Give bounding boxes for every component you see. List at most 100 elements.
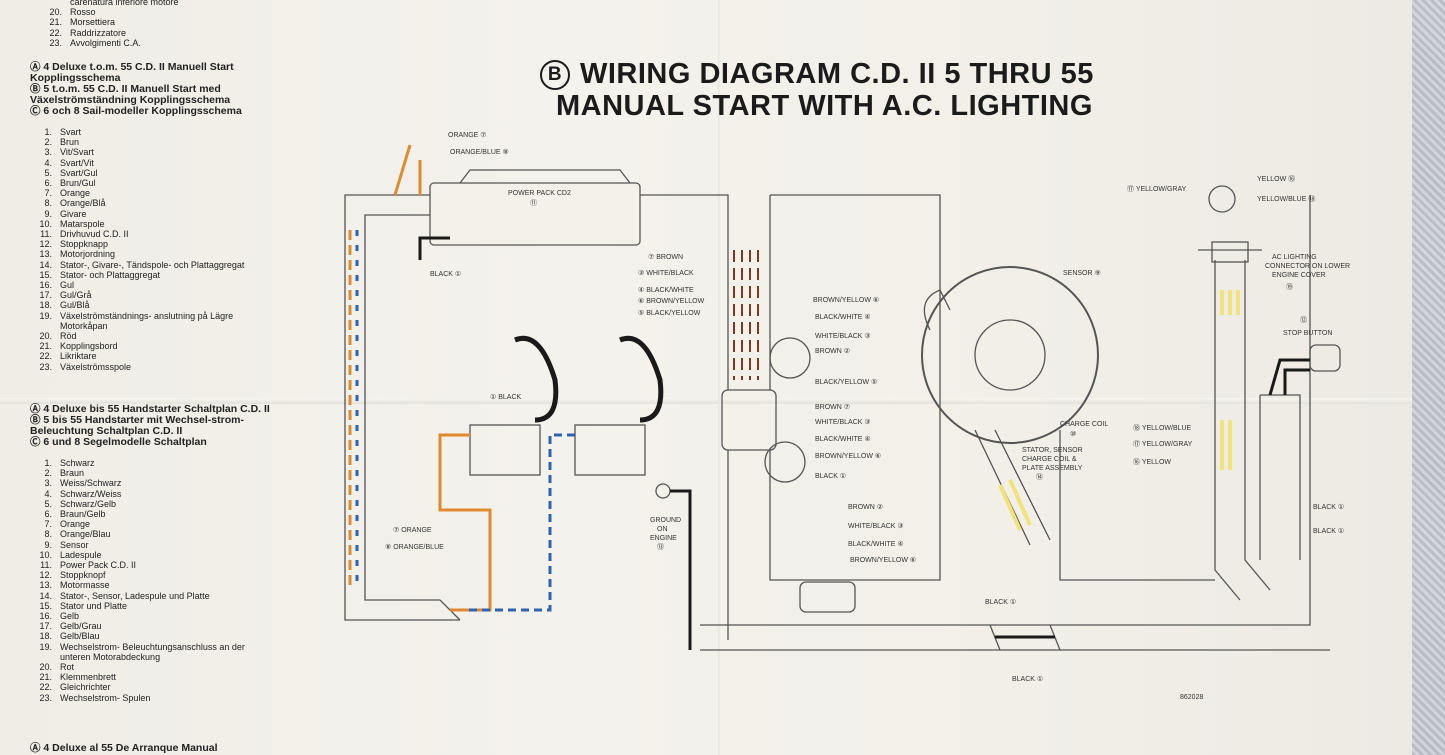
stator-lead	[1059, 430, 1215, 581]
legend-number: 8.	[44, 529, 52, 540]
legend-number: 21.	[49, 17, 62, 28]
legend-number: 16.	[39, 280, 52, 291]
legend-text: Stoppknopf	[60, 570, 106, 581]
wire-label: ⑰ YELLOW/GRAY	[1127, 185, 1187, 193]
left-harness-outer	[344, 194, 460, 621]
legend-text: Orange/Blå	[60, 198, 106, 209]
stator-plate	[921, 266, 1099, 444]
legend-text: Brun	[60, 137, 80, 148]
legend-number: 20.	[39, 662, 52, 673]
legend-text: Matarspole	[60, 218, 105, 229]
harness-outlines	[344, 169, 1341, 651]
legend-item: 13.Motorjordning	[30, 249, 270, 259]
legend-item: 3.Weiss/Schwarz	[30, 478, 270, 488]
stator-tab	[923, 289, 951, 331]
legend-number: 2.	[44, 468, 52, 479]
stop-harness	[1259, 394, 1301, 560]
legend-number: 16.	[39, 611, 52, 622]
legend-item: 13.Motormasse	[30, 580, 270, 590]
wire-label: SENSOR ⑨	[1063, 269, 1101, 277]
wire-label: BLACK/WHITE ④	[848, 540, 904, 548]
legend-text: Svart/Vit	[60, 157, 94, 168]
legend-number: 18.	[39, 300, 52, 311]
legend-item: 10.Ladespule	[30, 550, 270, 560]
wire-label: BLACK ①	[1313, 503, 1344, 511]
legend-item: 18.Gelb/Blau	[30, 631, 270, 641]
connector-5pin-b	[764, 441, 806, 483]
wire-label: ENGINE COVER	[1272, 272, 1326, 279]
spanish-legend: Ⓐ 4 Deluxe al 55 De Arranque Manual	[30, 743, 218, 754]
wire-label: ENGINE	[650, 535, 677, 542]
legend-number: 22.	[39, 682, 52, 693]
ignition-coil-1	[514, 336, 559, 423]
legend-item: 15.Stator und Platte	[30, 601, 270, 611]
legend-item: 4.Svart/Vit	[30, 158, 270, 168]
legend-item: 16.Gelb	[30, 611, 270, 621]
legend-text: Orange/Blau	[60, 529, 111, 540]
wire-label: BLACK/WHITE ④	[815, 313, 871, 321]
legend-text: Kopplingsbord	[60, 341, 118, 352]
legend-text: Drivhuvud C.D. II	[60, 229, 129, 240]
wire-label: ⑧ ORANGE/BLUE	[385, 543, 444, 551]
variant-badge: B	[540, 60, 570, 90]
legend-item: 22.Gleichrichter	[30, 682, 270, 692]
legend-item: 22.Raddrizzatore	[40, 28, 179, 38]
german-legend: Ⓐ 4 Deluxe bis 55 Handstarter Schaltplan…	[30, 404, 270, 703]
legend-number: 12.	[39, 239, 52, 250]
legend-item: 9.Sensor	[30, 540, 270, 550]
legend-number: 10.	[39, 218, 52, 229]
wire-label: BLACK/WHITE ④	[815, 435, 871, 443]
legend-text: Likriktare	[60, 351, 97, 362]
legend-text: Växelströmsspole	[60, 361, 132, 372]
legend-number: 14.	[39, 259, 52, 270]
legend-item: 14.Stator-, Sensor, Ladespule und Platte	[30, 591, 270, 601]
legend-item: 12.Stoppknopf	[30, 570, 270, 580]
legend-number: 5.	[44, 498, 52, 509]
legend-number: 6.	[44, 509, 52, 520]
wire-label: BLACK/YELLOW ⑤	[815, 378, 877, 386]
legend-header: Ⓐ 4 Deluxe bis 55 Handstarter Schaltplan…	[30, 403, 270, 415]
wire-label: ON	[657, 526, 668, 533]
wire-label: ⑦ BROWN	[648, 253, 683, 261]
main-harness-wires	[733, 250, 759, 380]
legend-item: 6.Braun/Gelb	[30, 509, 270, 519]
legend-item: 11.Drivhuvud C.D. II	[30, 229, 270, 239]
wire-label: ⑦ ORANGE	[393, 526, 432, 534]
legend-item: 14.Stator-, Givare-, Tändspole- och Plat…	[30, 260, 270, 270]
wire-label: PLATE ASSEMBLY	[1022, 465, 1083, 472]
legend-number: 21.	[39, 341, 52, 352]
legend-item: 16.Gul	[30, 280, 270, 290]
wire-label: ⑤ BLACK/YELLOW	[638, 309, 701, 317]
legend-text: Motorjordning	[60, 249, 116, 260]
orange-blue-coil-wire	[465, 433, 575, 612]
legend-item: 8. Orange/Blau	[30, 529, 270, 539]
legend-item: 1.Schwarz	[30, 458, 270, 468]
terminal-block	[799, 581, 856, 613]
coil-bracket-2	[574, 424, 646, 476]
ac-connector-face	[1208, 185, 1236, 213]
legend-header: Ⓑ 5 t.o.m. 55 C.D. II Manuell Start med …	[30, 83, 231, 106]
ac-connector-body	[1211, 241, 1249, 263]
legend-text: Ladespule	[60, 549, 102, 560]
legend-header: Ⓒ 6 och 8 Sail-modeller Kopplingsschema	[30, 105, 242, 117]
paper-sheet	[0, 0, 1415, 755]
legend-number: 22.	[39, 351, 52, 362]
wire-label: ④ BLACK/WHITE	[638, 286, 694, 294]
legend-number: 7.	[44, 519, 52, 530]
wire-label: WHITE/BLACK ③	[815, 418, 871, 426]
wire-label: AC LIGHTING	[1272, 254, 1317, 261]
legend-item: 2.Brun	[30, 137, 270, 147]
orange-wire	[393, 144, 422, 196]
wire-label: BROWN/YELLOW ⑥	[850, 556, 916, 564]
power-pack-top	[459, 169, 631, 184]
legend-header: Ⓐ 4 Deluxe al 55 De Arranque Manual	[30, 742, 218, 754]
legend-number: 6.	[44, 178, 52, 189]
wire-label: ⑰ YELLOW/GRAY	[1133, 440, 1193, 448]
wire-label: 862028	[1180, 694, 1203, 701]
legend-header: Ⓒ 6 und 8 Segelmodelle Schaltplan	[30, 436, 207, 448]
stator-yellow-wires	[998, 479, 1032, 531]
legend-text: Raddrizzatore	[70, 27, 127, 38]
